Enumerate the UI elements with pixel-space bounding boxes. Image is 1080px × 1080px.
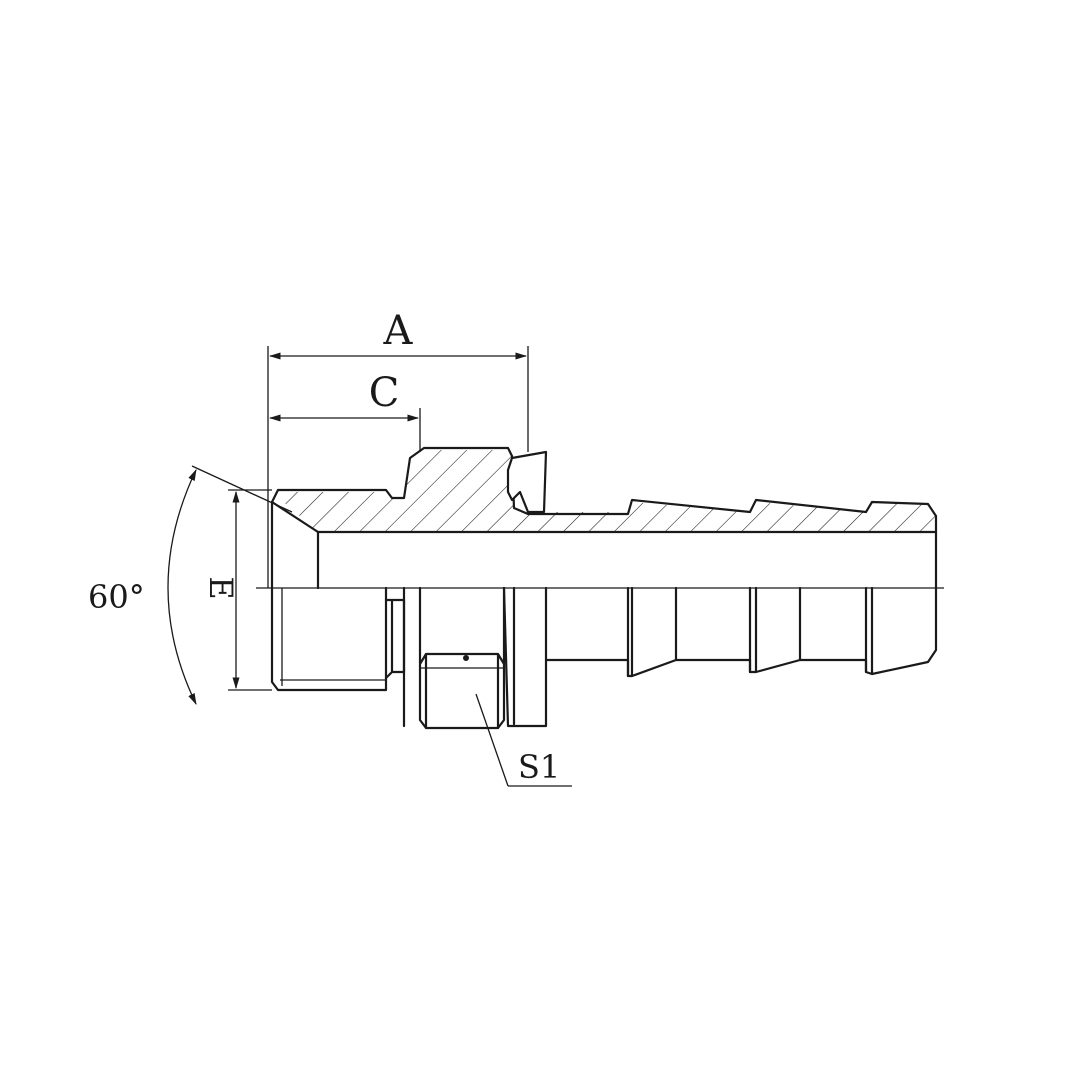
hex-center-dot: [463, 655, 469, 661]
cone-angle-label: 60°: [88, 578, 145, 616]
clip-ring-upper: [506, 450, 548, 514]
wrench-size-label: S1: [518, 748, 560, 786]
dimension-e-label: E: [202, 576, 240, 599]
wrench-size-callout: S1: [475, 693, 572, 787]
body-outline-upper: [270, 446, 938, 534]
dimension-a: A: [267, 308, 529, 588]
barb-body-lower: [544, 586, 938, 678]
undercut: [384, 598, 406, 680]
dimension-a-label: A: [383, 308, 414, 354]
section-hatch: [272, 450, 936, 532]
outside-view-lower-half: [270, 586, 938, 730]
cone-angle: 60°: [88, 465, 293, 706]
hex-nut: [402, 586, 506, 730]
barb-ring-1: [626, 586, 678, 678]
dimension-c-label: C: [369, 370, 400, 416]
section-upper-half: [270, 446, 938, 590]
collar-lower: [502, 586, 548, 728]
barb-ring-2: [748, 586, 802, 674]
dimension-e: E: [202, 489, 272, 691]
dimension-c: C: [268, 370, 421, 452]
barb-ring-3: [864, 586, 874, 676]
thread-end: [270, 586, 388, 692]
